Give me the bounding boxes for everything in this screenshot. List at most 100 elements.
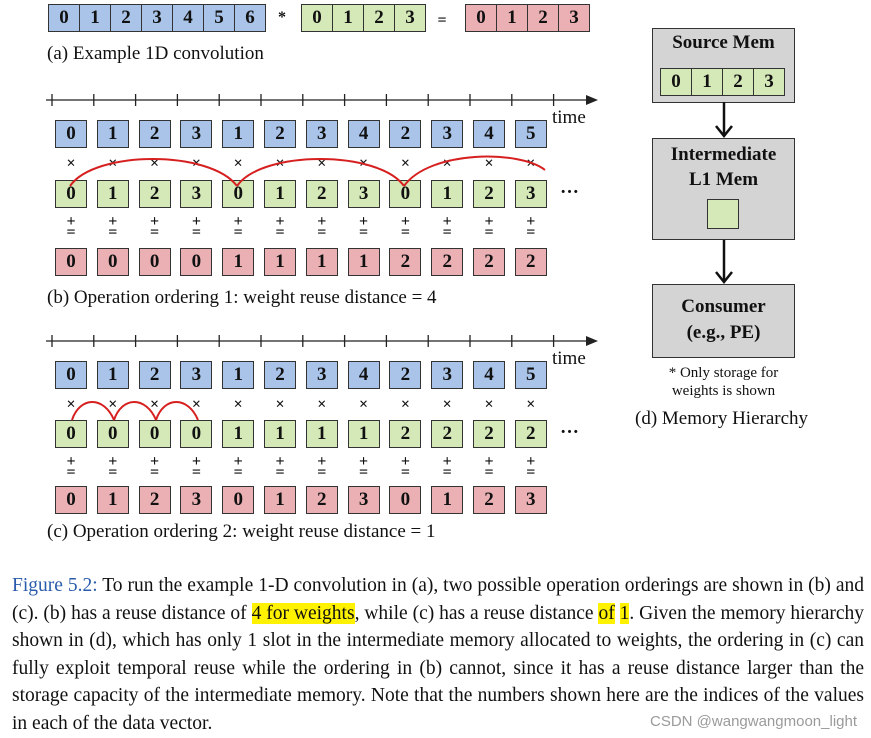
source-value-cell: 3: [753, 68, 785, 96]
weight-cell: 2: [389, 420, 422, 448]
output-cell: 0: [465, 4, 497, 32]
input-cell: 3: [431, 361, 464, 389]
multiply-sign: ×: [359, 396, 369, 413]
reuse-arcs-b: [69, 155, 546, 187]
input-cell: 1: [96, 361, 129, 389]
output-cell: 3: [347, 486, 380, 514]
output-cell: 3: [514, 486, 547, 514]
accumulate-sign: =: [442, 224, 452, 241]
output-cell: 2: [305, 486, 338, 514]
output-cell: 2: [431, 248, 464, 276]
time-label-b: time: [552, 107, 586, 128]
weight-cell: 1: [264, 180, 296, 208]
caption-text-1: To run the example 1-D convolution in (a…: [12, 575, 864, 624]
output-cell: 1: [96, 486, 129, 514]
multiply-sign: ×: [66, 396, 76, 413]
input-cell: 2: [138, 361, 171, 389]
input-cell: 2: [110, 4, 142, 32]
figure-label: Figure 5.2:: [12, 575, 98, 596]
consumer-label-line1: Consumer: [681, 296, 766, 317]
accumulate-sign: +: [484, 213, 494, 230]
weight-cell: 0: [55, 180, 87, 208]
convolution-operator: *: [278, 9, 286, 26]
weight-cell: 1: [305, 420, 338, 448]
accumulate-sign: +: [66, 453, 76, 470]
caption-a: (a) Example 1D convolution: [47, 43, 264, 64]
weight-cell: 1: [431, 180, 464, 208]
caption-highlight-2a: of: [598, 602, 615, 624]
output-cell: 1: [264, 248, 296, 276]
caption-highlight-1: 4 for weights: [251, 602, 355, 624]
weight-cell: 0: [301, 4, 333, 32]
weight-cell: 2: [514, 420, 547, 448]
multiply-sign: ×: [108, 396, 118, 413]
accumulate-sign: =: [442, 464, 452, 481]
accumulate-sign: +: [484, 453, 494, 470]
accumulate-sign: +: [108, 213, 118, 230]
weight-cell: 2: [473, 420, 505, 448]
input-cell: 1: [96, 120, 129, 148]
equals-sign: =: [437, 12, 447, 29]
weight-cell: 1: [96, 180, 129, 208]
weight-cell: 1: [347, 420, 380, 448]
output-cell: 0: [138, 248, 171, 276]
weight-cell: 1: [264, 420, 296, 448]
accumulate-sign: +: [233, 453, 243, 470]
accumulate-sign: =: [150, 224, 160, 241]
output-cell: 0: [55, 248, 87, 276]
caption-text-3: . Given the memory hierarchy shown in (d…: [12, 602, 864, 734]
arrow-source-to-intermediate: [715, 102, 733, 139]
input-cell: 1: [222, 361, 255, 389]
input-cell: 4: [172, 4, 204, 32]
output-cell: 2: [514, 248, 547, 276]
multiply-sign: ×: [400, 155, 410, 172]
output-cell: 2: [473, 486, 505, 514]
weight-cell: 2: [431, 420, 464, 448]
output-cell: 0: [222, 486, 255, 514]
accumulate-sign: =: [191, 464, 201, 481]
weight-cell: 2: [363, 4, 395, 32]
output-cell: 3: [558, 4, 590, 32]
input-cell: 5: [514, 361, 547, 389]
multiply-sign: ×: [317, 155, 327, 172]
output-cell: 0: [55, 486, 87, 514]
intermediate-l1-mem: Intermediate L1 Mem: [652, 138, 795, 240]
output-cell: 1: [347, 248, 380, 276]
weight-cell: 0: [96, 420, 129, 448]
weight-cell: 2: [305, 180, 338, 208]
accumulate-sign: =: [400, 464, 410, 481]
output-cell: 1: [496, 4, 528, 32]
input-cell: 1: [222, 120, 255, 148]
caption-b: (b) Operation ordering 1: weight reuse d…: [47, 287, 437, 308]
multiply-sign: ×: [442, 155, 452, 172]
weight-cell: 3: [394, 4, 426, 32]
multiply-sign: ×: [191, 396, 201, 413]
input-cell: 5: [203, 4, 235, 32]
accumulate-sign: +: [150, 453, 160, 470]
caption-c: (c) Operation ordering 2: weight reuse d…: [47, 521, 436, 542]
accumulate-sign: =: [484, 464, 494, 481]
accumulate-sign: =: [108, 464, 118, 481]
accumulate-sign: =: [317, 224, 327, 241]
weight-cell: 2: [138, 180, 171, 208]
source-value-cell: 0: [660, 68, 692, 96]
timeline-c: [46, 335, 598, 347]
input-cell: 4: [347, 120, 380, 148]
accumulate-sign: =: [359, 464, 369, 481]
output-cell: 0: [96, 248, 129, 276]
accumulate-sign: +: [442, 453, 452, 470]
watermark: CSDN @wangwangmoon_light: [650, 713, 857, 730]
multiply-sign: ×: [400, 396, 410, 413]
accumulate-sign: =: [526, 464, 536, 481]
input-cell: 0: [55, 361, 87, 389]
input-cell: 4: [473, 120, 505, 148]
accumulate-sign: +: [275, 453, 285, 470]
input-cell: 2: [389, 361, 422, 389]
input-cell: 6: [234, 4, 266, 32]
caption-highlight-2b: 1: [619, 602, 630, 624]
caption-d: (d) Memory Hierarchy: [635, 408, 809, 429]
consumer-pe: Consumer (e.g., PE): [652, 284, 795, 358]
intermediate-label-line2: L1 Mem: [688, 169, 759, 190]
output-cell: 1: [431, 486, 464, 514]
storage-note: * Only storage for weights is shown: [652, 364, 795, 400]
